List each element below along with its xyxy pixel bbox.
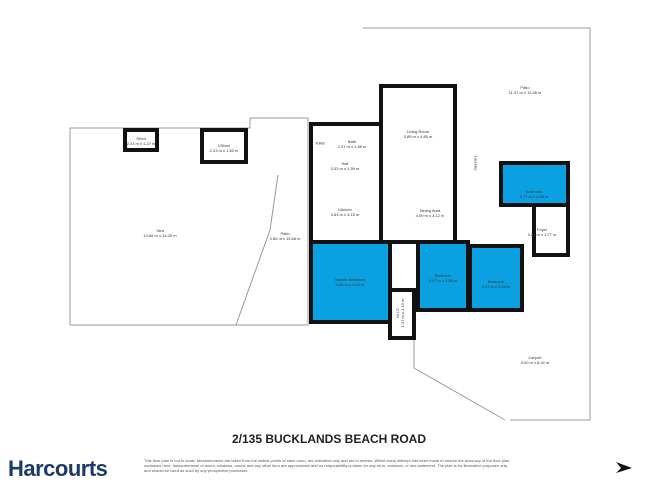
north-arrow-icon: [616, 462, 632, 473]
patio-right-outline: [363, 27, 591, 421]
ished: [200, 128, 248, 164]
patio-left-diagonal: [235, 174, 279, 326]
bath-hall-block: [309, 122, 383, 182]
living-room: [379, 84, 457, 244]
shed: [123, 128, 159, 152]
toilet-label: Toilet: [315, 140, 325, 146]
foyer: [532, 207, 570, 257]
harcourts-logo: Harcourts: [8, 456, 108, 481]
disclaimer: This floor plan is not to scale. Measure…: [144, 458, 510, 473]
property-title: 2/135 BUCKLANDS BEACH ROAD: [231, 432, 427, 446]
kitchen: [309, 178, 383, 244]
wic: [388, 288, 416, 340]
bedroom-se: [468, 244, 524, 312]
bedroom-ne: [499, 161, 570, 207]
outdoor-outlines: [69, 27, 591, 421]
yard-outline: [69, 117, 309, 326]
carport-diagonal: [413, 367, 506, 421]
master-bedroom: [309, 240, 392, 324]
laundry-label: Laundry: [473, 155, 479, 171]
bedroom-mid: [416, 240, 470, 312]
